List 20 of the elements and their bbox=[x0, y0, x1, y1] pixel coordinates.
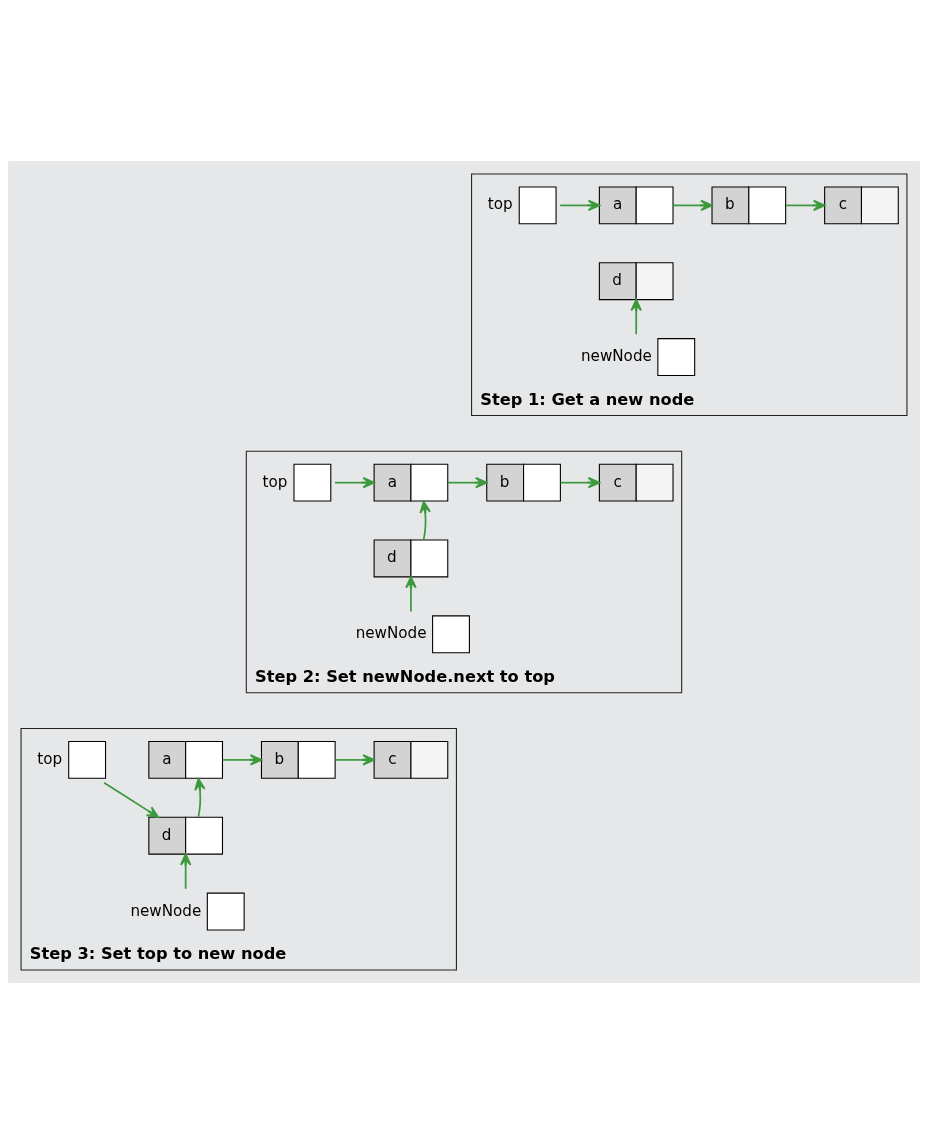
arrow bbox=[784, 199, 826, 212]
arrow bbox=[672, 199, 713, 212]
arrow bbox=[559, 476, 601, 489]
node-label: newNode bbox=[580, 347, 652, 366]
arrow bbox=[221, 754, 263, 766]
node-label: top bbox=[37, 749, 63, 768]
node-label: newNode bbox=[355, 624, 427, 643]
arrow bbox=[103, 781, 160, 819]
arrow bbox=[447, 476, 488, 489]
arrow bbox=[334, 476, 375, 489]
arrow bbox=[334, 754, 375, 766]
arrow bbox=[405, 576, 417, 613]
arrow bbox=[194, 777, 206, 819]
arrow bbox=[559, 199, 601, 212]
arrow bbox=[179, 853, 192, 890]
node-label: top bbox=[262, 472, 288, 491]
arrow bbox=[419, 500, 431, 541]
node-label: top bbox=[487, 195, 513, 214]
node-label: newNode bbox=[130, 901, 202, 920]
arrow bbox=[630, 298, 642, 336]
